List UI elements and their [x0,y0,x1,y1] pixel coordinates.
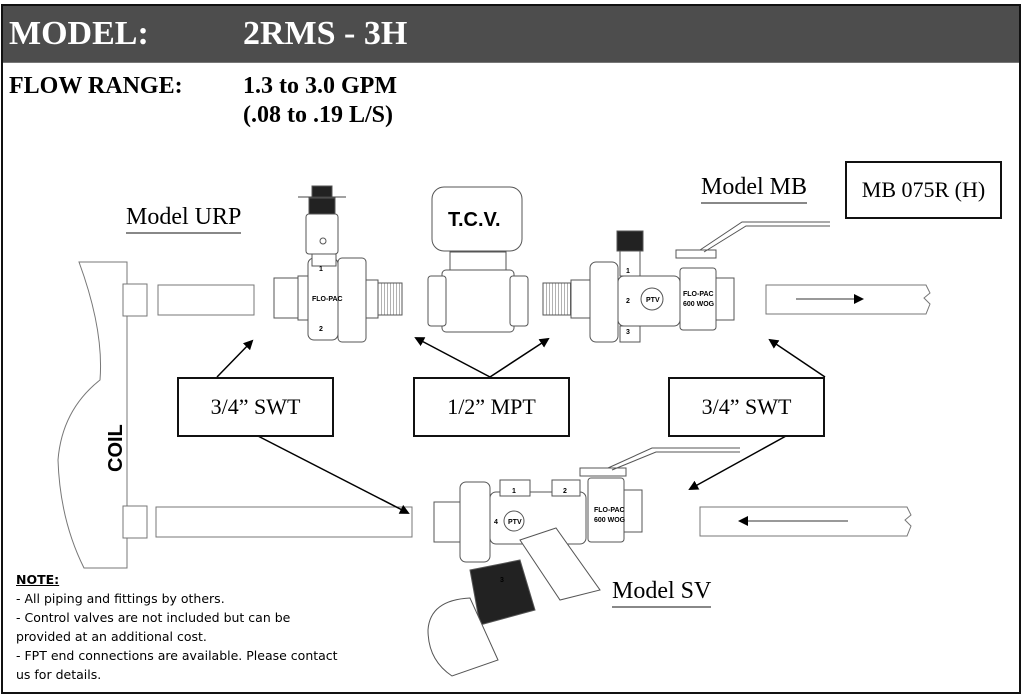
sv-port-1: 1 [512,488,516,495]
supply-pipe [765,284,931,315]
diagram-frame [1,4,1021,694]
mb-port-2: 2 [626,298,630,305]
coil: COIL [57,261,148,569]
header-bar: MODEL: 2RMS - 3H [3,6,1019,63]
sv-body-text-2: 600 WOG [594,517,626,524]
mb-body-text-1: FLO-PAC [683,291,714,298]
urp-body-text: FLO-PAC [312,296,343,303]
mb-port-1: 1 [626,268,630,275]
sv-badge: PTV [508,519,522,526]
mb-port-3: 3 [626,329,630,336]
pipe-stub-upper [157,284,255,316]
urp-port-2: 2 [319,326,323,333]
note-line: us for details. [16,667,102,682]
sv-body-text-1: FLO-PAC [594,507,625,514]
sv-port-2: 2 [563,488,567,495]
return-pipe [699,506,912,537]
urp-port-1: 1 [319,266,323,273]
callout-center-mpt: 1/2” MPT [413,377,570,437]
sv-port-3: 3 [500,577,504,584]
flow-range-gpm: 1.3 to 3.0 GPM [243,73,397,99]
tcv-label: T.C.V. [448,209,501,231]
flow-range-ls: (.08 to .19 L/S) [243,102,393,128]
urp-valve: FLO-PAC 1 2 [273,185,403,343]
note-line: - All piping and fittings by others. [16,591,225,606]
note-title: NOTE: [16,572,60,587]
mb-badge: PTV [646,297,660,304]
coil-label: COIL [105,424,127,472]
model-value: 2RMS - 3H [243,15,408,52]
mb-part-number-box: MB 075R (H) [845,161,1002,219]
sv-valve: FLO-PAC 600 WOG PTV 1 2 3 4 [427,447,740,677]
model-label: MODEL: [9,15,149,52]
callout-right-swt: 3/4” SWT [668,377,825,437]
urp-model-label: Model URP [126,203,242,234]
note-line: provided at an additional cost. [16,629,207,644]
note-line: - Control valves are not included but ca… [16,610,291,625]
callout-arrows [216,337,826,514]
note-block: NOTE: - All piping and fittings by other… [16,570,338,684]
sv-model-label: Model SV [612,577,712,608]
mb-model-label: Model MB [701,173,808,204]
pipe-stub-lower [155,506,413,538]
note-line: - FPT end connections are available. Ple… [16,648,338,663]
mb-body-text-2: 600 WOG [683,301,715,308]
mb-valve: FLO-PAC 600 WOG PTV 1 2 3 [542,221,830,343]
sv-port-4: 4 [494,519,498,526]
flow-range-label: FLOW RANGE: [9,73,183,99]
tcv-valve: T.C.V. [427,186,529,333]
callout-left-swt: 3/4” SWT [177,377,334,437]
